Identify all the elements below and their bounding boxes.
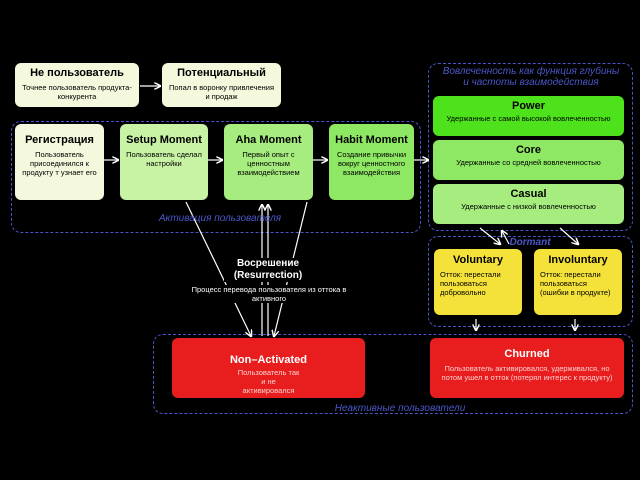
non-user-box: Не пользователь Точнее пользователь прод… [15,63,139,107]
engagement-group [428,63,633,231]
registration-desc: Пользователь присоединился к продукту т … [22,150,97,177]
setup-desc: Пользователь сделал настройки [126,150,202,168]
registration-title: Регистрация [25,134,94,146]
casual-box: Casual Удержанные с низкой вовлеченность… [433,184,624,224]
power-desc: Удержанные с самой высокой вовлеченность… [446,114,611,123]
involuntary-desc: Отток: перестали пользоваться (ошибки в … [540,270,611,297]
dormant-label: Dormant [509,237,551,248]
setup-title: Setup Moment [126,134,202,146]
registration-box: Регистрация Пользователь присоединился к… [15,124,104,200]
habit-box: Habit Moment Создание привычки вокруг це… [329,124,414,200]
non-activated-box: Non–Activated Пользователь так и не акти… [172,338,365,398]
inactive-label: Неактивные пользователи [334,403,466,414]
aha-title: Aha Moment [235,134,302,146]
potential-title: Потенциальный [177,67,266,79]
casual-desc: Удержанные с низкой вовлеченностью [461,202,596,211]
potential-box: Потенциальный Попал в воронку привлечени… [162,63,281,107]
casual-title: Casual [510,188,547,200]
habit-title: Habit Moment [335,134,408,146]
resurrection-desc: Процесс перевода пользователя из оттока … [184,285,354,303]
setup-box: Setup Moment Пользователь сделал настрой… [120,124,208,200]
core-desc: Удержанные со средней вовлеченностью [456,158,601,167]
aha-desc: Первый опыт с ценностным взаимодействием [237,150,300,177]
non-user-title: Не пользователь [30,67,124,79]
activation-group [11,121,421,233]
arrow-casual-involuntary [559,227,578,244]
involuntary-box: Involuntary Отток: перестали пользоватьс… [534,249,622,315]
arrow-dormant-up [502,231,510,245]
voluntary-desc: Отток: перестали пользоваться добровольн… [440,270,501,297]
core-title: Core [515,144,542,156]
churned-box: Churned Пользователь активировался, удер… [430,338,624,398]
non-activated-desc: Пользователь так и не активировался [237,368,300,395]
activation-label: Активация пользователя [158,213,282,224]
power-title: Power [511,100,545,112]
power-box: Power Удержанные с самой высокой вовлече… [433,96,624,136]
churned-title: Churned [504,348,550,360]
resurrection-title: Восрешение (Resurrection) [224,258,312,282]
habit-desc: Создание привычки вокруг ценностного вза… [336,150,407,177]
arrow-to-nonactivated-1 [185,201,251,336]
core-box: Core Удержанные со средней вовлеченность… [433,140,624,180]
aha-box: Aha Moment Первый опыт с ценностным взаи… [224,124,313,200]
voluntary-box: Voluntary Отток: перестали пользоваться … [434,249,522,315]
voluntary-title: Voluntary [453,254,503,266]
non-user-desc: Точнее пользователь продукта-конкурента [22,83,132,101]
involuntary-title: Involuntary [548,254,608,266]
arrow-casual-voluntary [479,227,500,244]
dormant-group [428,236,633,327]
non-activated-title: Non–Activated [229,354,308,366]
engagement-label: Вовлеченность как функция глубины и част… [442,66,620,88]
churned-desc: Пользователь активировался, удерживался,… [441,364,613,382]
inactive-group [153,334,633,414]
potential-desc: Попал в воронку привлечения и продаж [168,83,275,101]
